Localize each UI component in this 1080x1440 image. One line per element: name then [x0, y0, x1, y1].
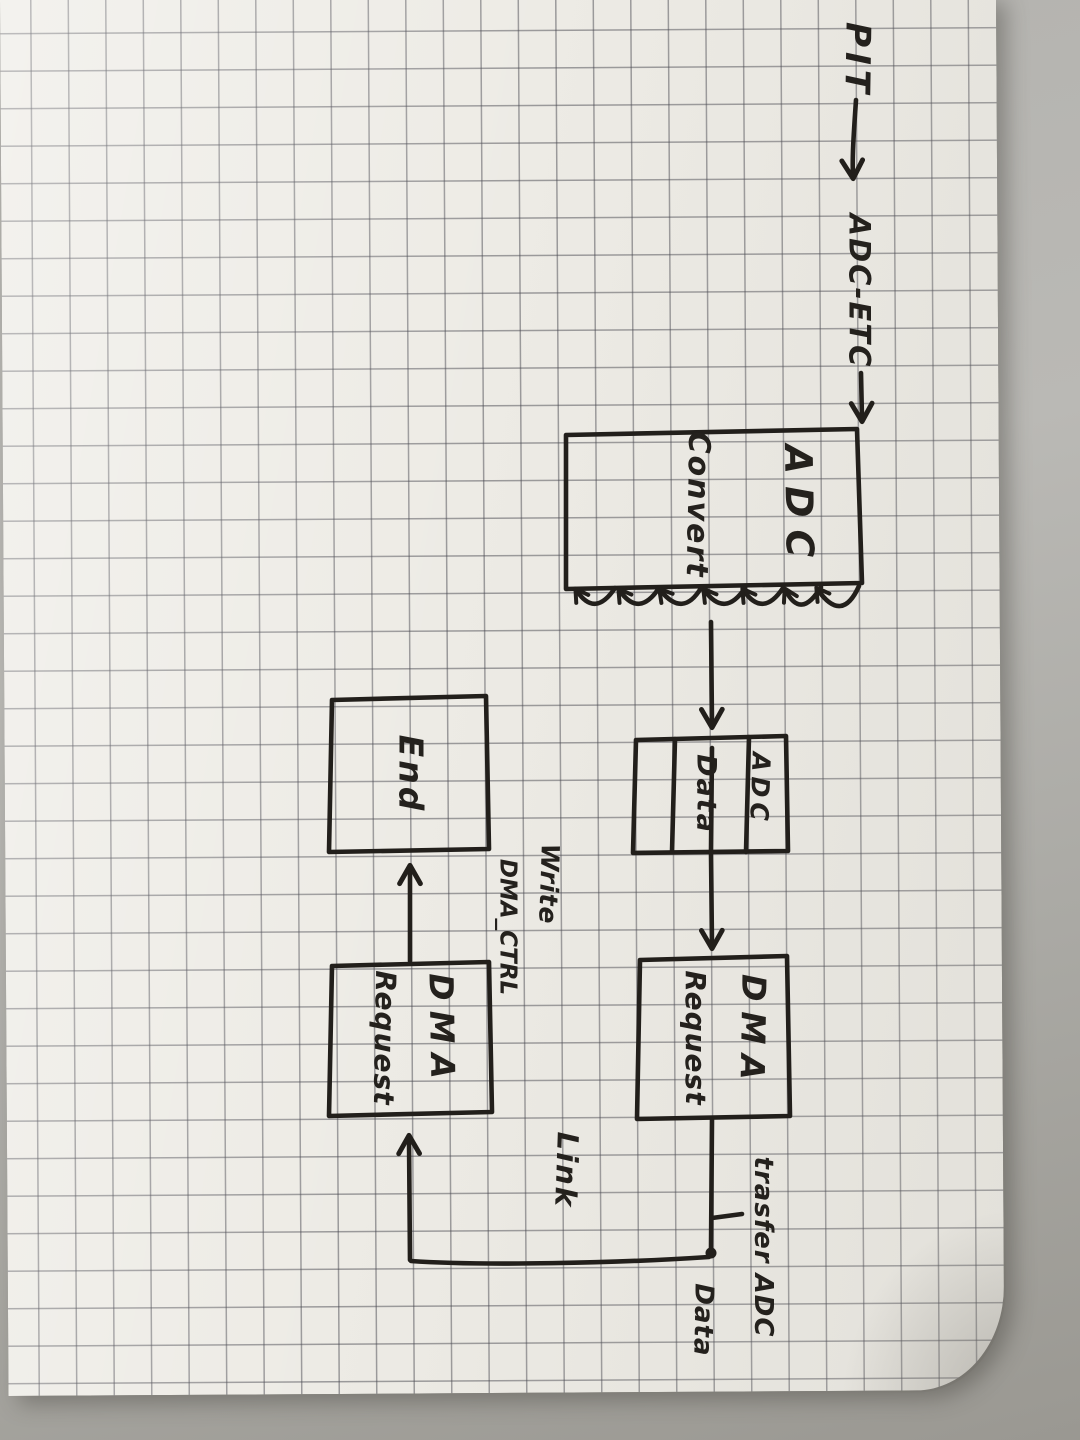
page-corner-curl [815, 1181, 1007, 1394]
label-adc-data-line2: Data [690, 754, 722, 834]
label-adc-etc: ADC-ETC [842, 213, 877, 369]
label-adc-convert-line2: Convert [678, 431, 717, 579]
label-adc-data-line1: ADC [744, 751, 776, 827]
label-transfer-annotation-line2: Data [687, 1283, 719, 1357]
label-dma-request-left-line1: DMA [421, 972, 463, 1090]
label-write-annotation-line1: Write [533, 843, 565, 925]
label-dma-request-left-line2: Request [366, 970, 403, 1106]
label-transfer-annotation-line1: trasfer ADC [748, 1156, 778, 1338]
label-dma-request-right-line2: Request [679, 970, 712, 1106]
label-adc-convert-line1: ADC [775, 444, 823, 570]
label-dma-request-right-line1: DMA [732, 973, 774, 1091]
label-link-annotation: Link [548, 1131, 585, 1209]
label-write-annotation-line2: DMA_CTRL [494, 858, 521, 996]
notebook-page [0, 0, 1007, 1396]
label-end: End [391, 734, 431, 814]
label-pit: PIT [836, 21, 878, 99]
